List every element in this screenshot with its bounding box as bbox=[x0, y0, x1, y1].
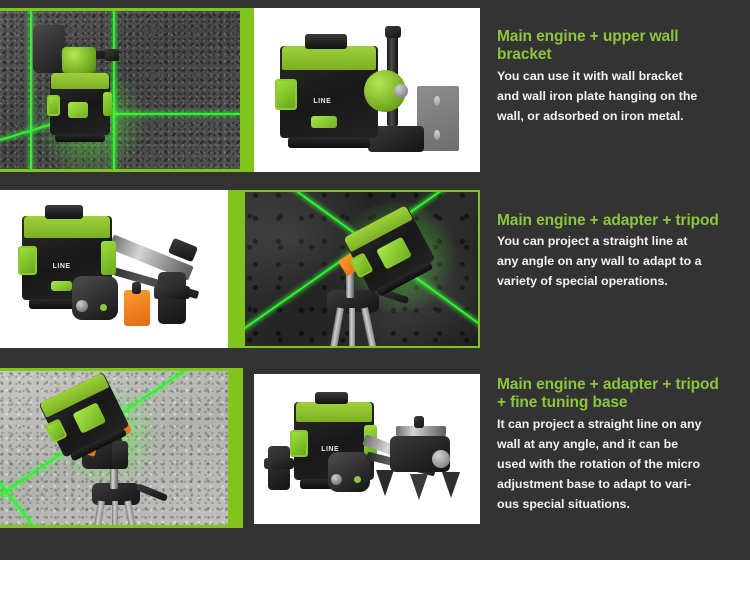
body-line: wall at any angle, and it can be bbox=[497, 436, 679, 451]
adapter-lens bbox=[394, 84, 408, 98]
fine-tuning-side-knob bbox=[432, 450, 450, 468]
accent-bar-row1 bbox=[240, 8, 254, 172]
device-brand-label: LINE bbox=[313, 97, 332, 105]
adapter-pivot-lens bbox=[76, 300, 88, 312]
adapter-swivel-arm bbox=[112, 441, 128, 469]
orange-adjustment-knob bbox=[124, 290, 150, 326]
section-heading: Main engine + adapter + tripod bbox=[497, 212, 719, 229]
tripod-leg bbox=[361, 307, 378, 346]
tripod-center-column bbox=[346, 270, 354, 298]
tripod-leg bbox=[349, 308, 355, 346]
fine-tuning-base-plate bbox=[396, 426, 446, 436]
laser-with-wall-bracket-product-photo: LINE bbox=[254, 8, 480, 172]
bracket-top-knob bbox=[385, 26, 401, 38]
body-line: adjustment base to adapt to vari- bbox=[497, 476, 692, 491]
device-battery-cap bbox=[314, 391, 349, 405]
body-line: used with the rotation of the micro bbox=[497, 456, 701, 471]
iron-plate-hole-top bbox=[434, 96, 440, 106]
device-top-cover bbox=[281, 46, 377, 70]
laser-rotating-head bbox=[62, 47, 96, 73]
body-line: variety of special operations. bbox=[497, 274, 668, 289]
body-line: wall, or adsorbed on iron metal. bbox=[497, 108, 684, 123]
tripod-leg bbox=[92, 500, 105, 525]
laser-with-adapter-accessories-product-photo: LINE bbox=[0, 190, 228, 348]
section-heading: Main engine + upper wall bracket bbox=[497, 28, 679, 64]
device-laser-window-right bbox=[102, 91, 113, 117]
swivel-adapter bbox=[72, 276, 118, 320]
tripod-leg bbox=[329, 307, 344, 346]
adapter-pivot-lens bbox=[331, 474, 342, 485]
device-top-cover bbox=[51, 73, 109, 90]
tripod-pan-handle bbox=[135, 483, 169, 502]
swivel-adapter bbox=[328, 452, 370, 492]
device-base-plate bbox=[29, 299, 105, 310]
laser-on-tripod-angled-photo bbox=[243, 190, 480, 348]
device-base-plate bbox=[287, 137, 371, 149]
device-base-plate bbox=[54, 134, 106, 142]
device-laser-window-front bbox=[68, 101, 89, 118]
wall-bracket-mount bbox=[33, 25, 65, 73]
body-line: You can project a straight line at bbox=[497, 234, 688, 249]
base-spike-foot bbox=[376, 470, 394, 496]
device-battery-cap bbox=[45, 205, 84, 219]
adapter-indicator-dot bbox=[100, 304, 107, 311]
device-laser-window-left bbox=[17, 246, 38, 275]
device-laser-window-left bbox=[290, 430, 308, 457]
body-line: ous special situations. bbox=[497, 496, 630, 511]
text-block-wall-bracket: Main engine + upper wall bracket You can… bbox=[497, 28, 727, 126]
base-spike-foot bbox=[442, 472, 460, 498]
tripod-head bbox=[92, 483, 140, 505]
thread-mount-collar bbox=[154, 286, 190, 299]
device-top-cover bbox=[23, 216, 111, 238]
device-laser-window-left bbox=[275, 79, 297, 111]
base-spike-foot bbox=[410, 474, 428, 500]
wall-bracket-knob bbox=[105, 49, 119, 61]
body-line: and wall iron plate hanging on the bbox=[497, 88, 698, 103]
laser-level-device: LINE bbox=[275, 34, 378, 149]
text-block-fine-tuning-base: Main engine + adapter + tripod + fine tu… bbox=[497, 376, 727, 514]
device-laser-window-left bbox=[47, 95, 61, 117]
accent-bar-row2 bbox=[228, 190, 243, 348]
laser-beam-horizontal bbox=[113, 113, 240, 115]
laser-beam-vertical bbox=[30, 11, 32, 169]
device-laser-window-right bbox=[101, 241, 116, 275]
section-body: You can use it with wall bracket and wal… bbox=[497, 66, 727, 126]
tripod-center-column bbox=[110, 463, 118, 489]
tripod-leg bbox=[112, 501, 118, 525]
body-line: You can use it with wall bracket bbox=[497, 68, 683, 83]
device-battery-cap bbox=[305, 34, 347, 49]
body-line: It can project a straight line on any bbox=[497, 416, 702, 431]
device-brand-label: LINE bbox=[52, 263, 71, 271]
fine-tuning-knob bbox=[414, 416, 424, 428]
device-brand-label: LINE bbox=[321, 445, 340, 453]
laser-full-kit-product-photo: LINE bbox=[254, 374, 480, 524]
section-body: It can project a straight line on any wa… bbox=[497, 414, 727, 514]
section-heading: Main engine + adapter + tripod + fine tu… bbox=[497, 376, 719, 412]
accent-bar-row3 bbox=[228, 368, 243, 528]
body-line: any angle on any wall to adapt to a bbox=[497, 254, 702, 269]
tripod-head bbox=[327, 290, 379, 312]
adapter-indicator-dot bbox=[354, 476, 361, 483]
laser-level-device bbox=[47, 73, 113, 142]
laser-beam-diagonal bbox=[0, 467, 63, 525]
device-laser-window-front bbox=[311, 115, 337, 128]
iron-plate-hole-bottom bbox=[434, 130, 440, 140]
laser-on-tripod-fine-tuning-photo bbox=[0, 368, 228, 528]
laser-beam-vertical bbox=[113, 11, 115, 169]
orange-knob-stem bbox=[132, 282, 141, 294]
product-feature-board: LINE Main engine + upper wall bracket Yo… bbox=[0, 0, 750, 560]
laser-on-wall-bracket-photo bbox=[0, 8, 240, 172]
section-body: You can project a straight line at any a… bbox=[497, 231, 727, 291]
device-top-cover bbox=[295, 402, 373, 423]
text-block-adapter-tripod: Main engine + adapter + tripod You can p… bbox=[497, 212, 727, 292]
thread-mount-collar bbox=[264, 458, 294, 469]
device-laser-window-front bbox=[50, 280, 73, 291]
